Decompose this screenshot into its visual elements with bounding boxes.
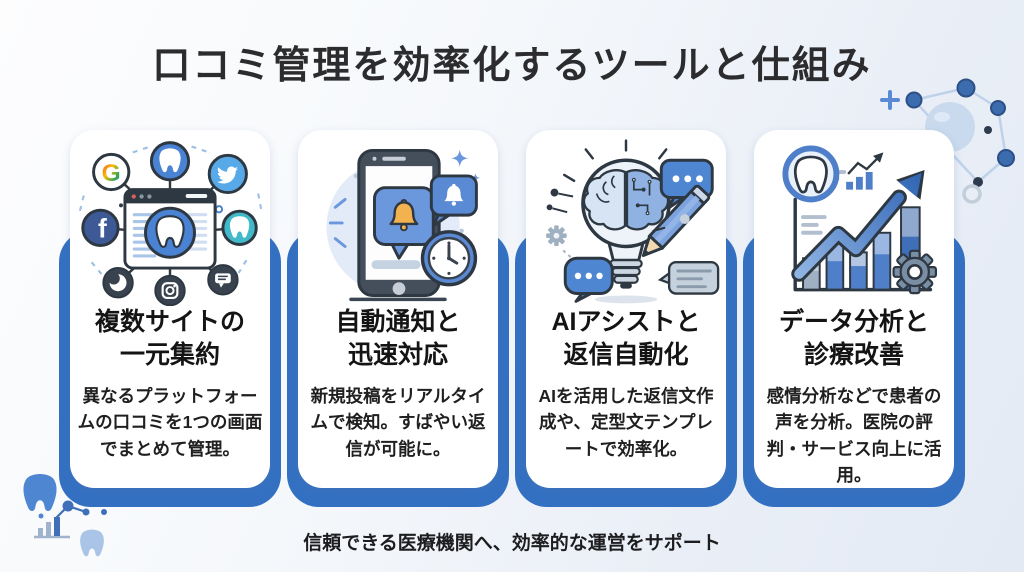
small-notification-bubble-icon — [429, 174, 478, 228]
dots-line-icon — [55, 500, 107, 519]
card-description: 新規投稿をリアルタイムで検知。すばやい返信が可能に。 — [310, 386, 486, 459]
ai-lightbulb-icon — [546, 139, 720, 304]
facebook-f-letter: f — [98, 214, 107, 244]
instagram-icon — [154, 274, 186, 306]
card-description: 感情分析などで患者の声を分析。医院の評判・サービス向上に活用。 — [766, 386, 942, 485]
tooth-badge-icon — [782, 145, 840, 203]
growth-arrow-icon — [791, 170, 925, 282]
plus-icon — [880, 90, 900, 110]
analytics-growth-icon — [782, 145, 938, 295]
brain-icon — [582, 169, 670, 231]
card-ai-assist: AIアシストと返信自動化 AIを活用した返信文作成や、定型文テンプレートで効率化… — [515, 130, 737, 507]
chat-dots-bubble-icon — [563, 256, 614, 303]
sparkle-icon — [451, 149, 481, 183]
teal-tooth-icon — [221, 209, 258, 246]
gear-icon — [892, 249, 938, 295]
gear-icon — [546, 225, 567, 246]
google-g-letter: G — [102, 160, 121, 187]
notification-bubble-icon — [373, 186, 435, 260]
footer-tagline: 信頼できる医療機関へ、効率的な運営をサポート — [303, 533, 721, 554]
card-heading: 複数サイトの一元集約 — [94, 308, 245, 369]
card-description: 異なるプラットフォームの口コミを1つの画面でまとめて管理。 — [77, 386, 263, 459]
swirl-site-icon — [102, 267, 134, 299]
card-heading: AIアシストと返信自動化 — [551, 308, 701, 369]
page-title: 口コミ管理を効率化するツールと仕組み — [152, 45, 872, 87]
card-data-analysis: データ分析と診療改善 感情分析などで患者の声を分析。医院の評判・サービス向上に活… — [743, 130, 965, 507]
card-heading: 自動通知と迅速対応 — [335, 308, 461, 369]
card-auto-notification: 自動通知と迅速対応 新規投稿をリアルタイムで検知。すばやい返信が可能に。 — [287, 130, 509, 507]
tooth-icon — [80, 529, 104, 557]
tooth-site-icon — [149, 141, 191, 182]
clock-icon — [420, 230, 478, 287]
google-icon: G — [92, 152, 131, 192]
bell-icon — [444, 183, 464, 206]
facebook-icon: f — [81, 208, 120, 247]
tooth-chart-decoration — [23, 474, 107, 557]
feature-cards: G — [0, 130, 1024, 507]
browser-window-icon — [123, 188, 217, 270]
twitter-icon — [207, 153, 248, 195]
mini-trend-icon — [846, 152, 884, 190]
pencil-icon — [641, 184, 711, 258]
text-bubble-icon — [657, 260, 720, 295]
phone-notification-icon — [326, 148, 481, 302]
tooth-icon — [23, 474, 57, 512]
card-description: AIを活用した返信文作成や、定型文テンプレートで効率化。 — [538, 386, 714, 459]
tooth-icon — [155, 215, 185, 248]
bell-icon — [389, 198, 419, 232]
chat-site-icon — [207, 264, 239, 296]
multi-site-network-icon: G — [78, 141, 263, 306]
card-multi-site-aggregation: G — [59, 130, 281, 507]
card-heading: データ分析と診療改善 — [778, 308, 929, 369]
mini-bar-chart-icon — [34, 517, 70, 539]
lightbulb-icon — [581, 158, 671, 289]
